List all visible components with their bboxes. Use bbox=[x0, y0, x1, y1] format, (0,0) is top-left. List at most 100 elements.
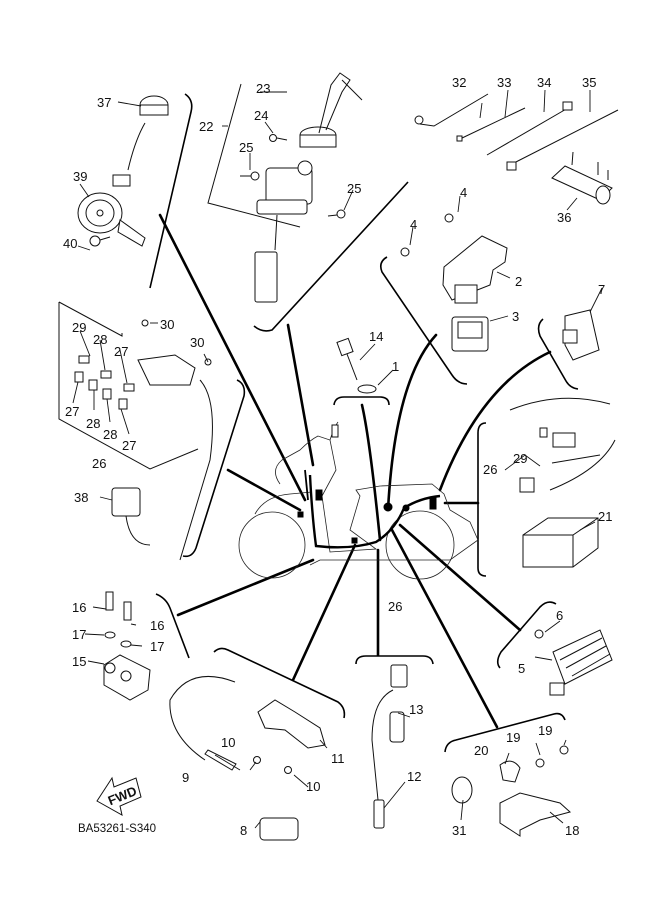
group-harness-leaders bbox=[158, 213, 552, 729]
main-wire-harness bbox=[297, 469, 441, 549]
callout-4b: 4 bbox=[410, 217, 417, 232]
frame-ecu-group bbox=[380, 256, 468, 385]
callout-33: 33 bbox=[497, 75, 511, 90]
callout-8: 8 bbox=[240, 823, 247, 838]
callout-26b: 26 bbox=[483, 462, 497, 477]
harness-connector bbox=[402, 504, 410, 512]
part-holder-36 bbox=[551, 151, 613, 205]
leader-sensor14 bbox=[360, 403, 382, 542]
callout-27a: 27 bbox=[114, 344, 128, 359]
rear-wheel bbox=[385, 510, 455, 580]
part-fusebox bbox=[58, 301, 213, 561]
callout-32: 32 bbox=[452, 75, 466, 90]
callout-6: 6 bbox=[556, 608, 563, 623]
harness-connector bbox=[351, 537, 358, 544]
callout-36: 36 bbox=[557, 210, 571, 225]
leader-bracket18 bbox=[390, 528, 499, 729]
harness-connector bbox=[297, 511, 304, 518]
grip bbox=[331, 424, 339, 438]
fwd-arrow-icon bbox=[96, 776, 142, 816]
callout-24: 24 bbox=[254, 108, 268, 123]
leader-fusebox bbox=[226, 468, 302, 512]
callout-31: 31 bbox=[452, 823, 466, 838]
group-frames bbox=[149, 93, 579, 753]
part-relay-7 bbox=[562, 309, 600, 361]
leader-main-switch bbox=[286, 323, 315, 467]
part-bolt-40 bbox=[89, 235, 111, 247]
callout-26a: 26 bbox=[92, 456, 106, 471]
callout-28c: 28 bbox=[103, 427, 117, 442]
callout-5: 5 bbox=[518, 661, 525, 676]
callout-39: 39 bbox=[73, 169, 87, 184]
callout-15: 15 bbox=[72, 654, 86, 669]
callout-11: 11 bbox=[331, 751, 345, 766]
frame-bracket15-group bbox=[155, 593, 190, 659]
callout-labels: 37 39 40 22 23 24 25 25 32 33 34 35 36 4… bbox=[63, 75, 612, 838]
frame-sensor-group bbox=[333, 396, 390, 406]
body-panel bbox=[275, 435, 479, 566]
frame-bracket18-group bbox=[444, 712, 566, 753]
part-main-switch-22 bbox=[207, 72, 363, 303]
callout-19b: 19 bbox=[538, 723, 552, 738]
part-horn-39 bbox=[77, 192, 146, 247]
frame-o2-group bbox=[355, 655, 434, 665]
part-relay-38 bbox=[111, 487, 151, 546]
callout-38: 38 bbox=[74, 490, 88, 505]
callout-29a: 29 bbox=[72, 320, 86, 335]
callout-9: 9 bbox=[182, 770, 189, 785]
part-regulator-5 bbox=[534, 629, 613, 696]
callout-34: 34 bbox=[537, 75, 551, 90]
callout-13: 13 bbox=[409, 702, 423, 717]
frame-horn-group bbox=[149, 93, 193, 289]
callout-30b: 30 bbox=[190, 335, 204, 350]
part-o2-sensor-12 bbox=[371, 664, 408, 829]
callout-18: 18 bbox=[565, 823, 579, 838]
callout-25b: 25 bbox=[347, 181, 361, 196]
part-switch-37 bbox=[112, 95, 169, 187]
part-battery-21 bbox=[509, 397, 616, 568]
leader-bracket15 bbox=[176, 558, 315, 617]
callout-23: 23 bbox=[256, 81, 270, 96]
front-wheel bbox=[238, 511, 306, 579]
frame-ignition-group bbox=[213, 647, 346, 719]
callout-16a: 16 bbox=[72, 600, 86, 615]
callout-37: 37 bbox=[97, 95, 111, 110]
scooter-outline bbox=[238, 421, 479, 580]
callout-29b: 29 bbox=[513, 451, 527, 466]
front-fender bbox=[254, 491, 313, 515]
drawing-code: BA53261-S340 bbox=[78, 823, 156, 835]
callout-27c: 27 bbox=[122, 438, 136, 453]
leader-ignition bbox=[291, 543, 357, 682]
callout-22: 22 bbox=[199, 119, 213, 134]
callout-28b: 28 bbox=[86, 416, 100, 431]
callout-14: 14 bbox=[369, 329, 383, 344]
callout-35: 35 bbox=[582, 75, 596, 90]
frame-fusebox-group bbox=[182, 379, 246, 558]
callout-17b: 17 bbox=[150, 639, 164, 654]
leader-horn-group bbox=[158, 213, 307, 502]
callout-25a: 25 bbox=[239, 140, 253, 155]
callout-28a: 28 bbox=[93, 332, 107, 347]
part-ecu-2 bbox=[400, 213, 508, 304]
callout-3: 3 bbox=[512, 309, 519, 324]
callout-40: 40 bbox=[63, 236, 77, 251]
part-connector-cover-3 bbox=[451, 316, 489, 352]
callout-10a: 10 bbox=[221, 735, 235, 750]
callout-30a: 30 bbox=[160, 317, 174, 332]
frame-main-switch-group bbox=[253, 181, 409, 332]
harness-connector bbox=[383, 502, 393, 512]
callout-26c: 26 bbox=[388, 599, 402, 614]
part-temp-sensor-14 bbox=[336, 337, 377, 394]
harness-connector bbox=[429, 496, 437, 510]
harness-connector bbox=[315, 489, 323, 501]
callout-20: 20 bbox=[474, 743, 488, 758]
callout-leaders bbox=[72, 89, 603, 829]
callout-17a: 17 bbox=[72, 627, 86, 642]
callout-7: 7 bbox=[598, 282, 605, 297]
callout-1: 1 bbox=[392, 359, 399, 374]
callout-4a: 4 bbox=[460, 185, 467, 200]
callout-12: 12 bbox=[407, 769, 421, 784]
callout-2: 2 bbox=[515, 274, 522, 289]
part-bands bbox=[414, 93, 619, 171]
